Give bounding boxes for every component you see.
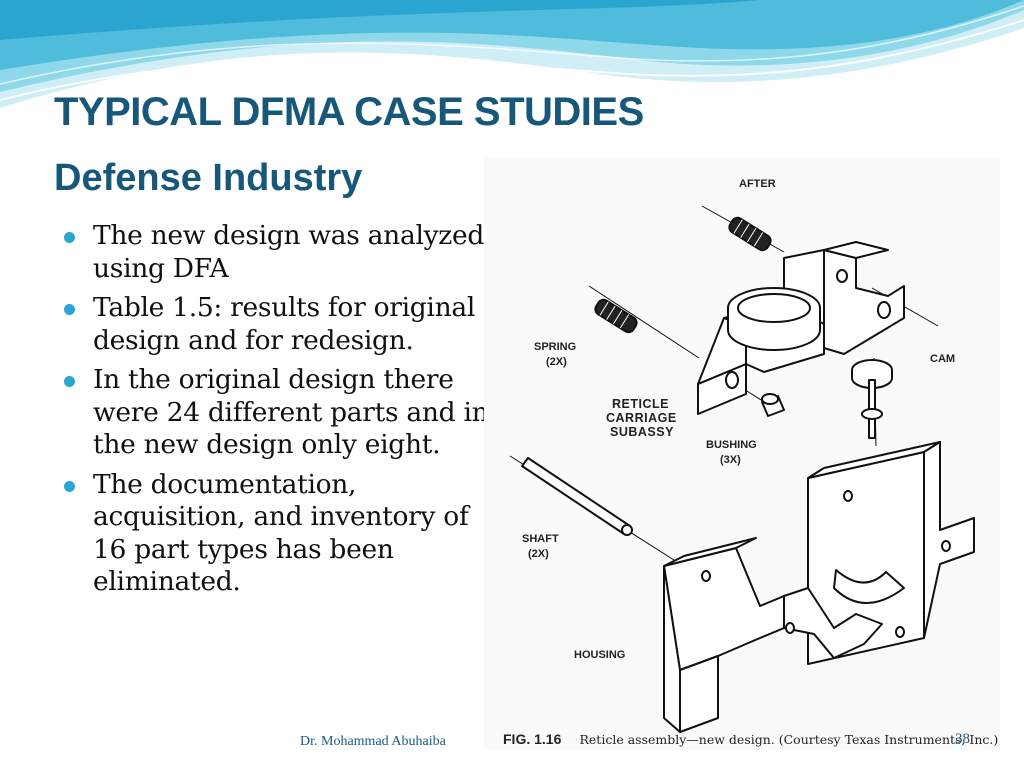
bullet-item: The new design was analyzed using DFA — [62, 220, 492, 285]
label-shaft-qty: (2X) — [528, 548, 549, 560]
label-bushing-qty: (3X) — [720, 454, 741, 466]
footer-author: Dr. Mohammad Abuhaiba — [300, 734, 446, 749]
bullet-marker-icon — [64, 376, 75, 387]
cam-part — [851, 359, 893, 439]
housing-part — [663, 441, 975, 733]
bullet-marker-icon — [64, 480, 75, 492]
figure-caption-text: Reticle assembly—new design. (Courtesy T… — [579, 732, 999, 747]
label-bushing: BUSHING — [706, 439, 757, 451]
bullet-marker-icon — [64, 304, 75, 315]
figure-number: FIG. 1.16 — [503, 731, 562, 747]
reticle-carriage-part — [697, 241, 905, 415]
bullet-text: In the original design there were 24 dif… — [93, 364, 489, 460]
reticle-assembly-figure: AFTER SPRING (2X) CAM RETICLE CARRIAGE S… — [484, 158, 1000, 750]
bullet-list: The new design was analyzed using DFA Ta… — [62, 220, 492, 606]
bullet-item: In the original design there were 24 dif… — [62, 364, 492, 462]
label-spring: SPRING — [534, 341, 576, 353]
bullet-text: Table 1.5: results for original design a… — [93, 292, 476, 356]
header-wave-decoration — [0, 0, 1024, 113]
label-reticle-3: SUBASSY — [610, 425, 674, 439]
label-cam: CAM — [930, 353, 955, 365]
spring-part-left — [594, 298, 638, 334]
slide-title: TYPICAL DFMA CASE STUDIES — [54, 90, 644, 134]
bullet-item: Table 1.5: results for original design a… — [62, 292, 492, 357]
label-shaft: SHAFT — [522, 533, 559, 545]
bullet-text: The documentation, acquisition, and inve… — [93, 468, 469, 598]
label-housing: HOUSING — [574, 649, 625, 661]
spring-part-top — [728, 216, 772, 252]
shaft-part — [521, 457, 633, 536]
bullet-text: The new design was analyzed using DFA — [93, 220, 485, 284]
bushing-part — [761, 393, 785, 417]
exploded-view-drawing: AFTER SPRING (2X) CAM RETICLE CARRIAGE S… — [509, 178, 975, 733]
figure-caption: FIG. 1.16 Reticle assembly—new design. (… — [503, 731, 998, 748]
slide-page-number: 38 — [955, 731, 970, 747]
bullet-marker-icon — [64, 232, 75, 243]
label-after: AFTER — [739, 178, 776, 190]
label-spring-qty: (2X) — [546, 356, 567, 368]
bullet-item: The documentation, acquisition, and inve… — [62, 469, 492, 599]
label-reticle-1: RETICLE — [612, 397, 669, 411]
slide-subtitle: Defense Industry — [54, 157, 363, 199]
label-reticle-2: CARRIAGE — [606, 411, 677, 425]
